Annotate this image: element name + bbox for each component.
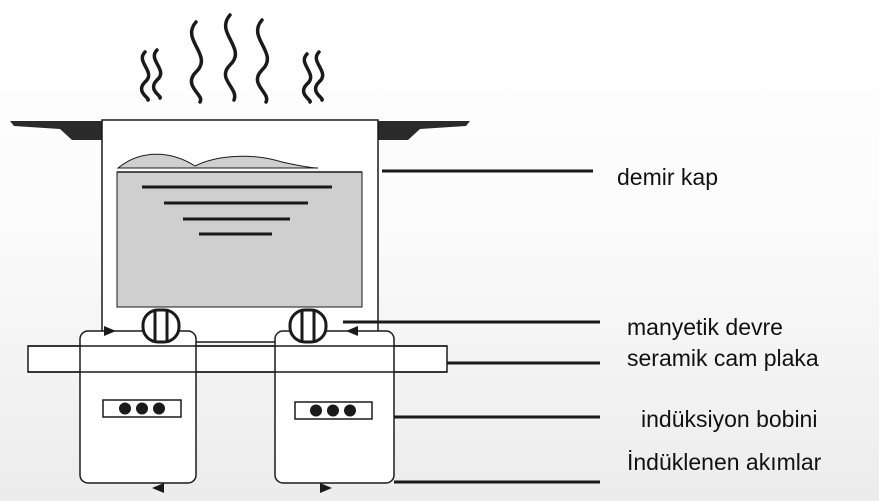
arrow-left-icon [346,326,358,336]
heat-lines [142,185,332,236]
coil-winding-right [288,308,328,344]
arrow-left-icon [152,483,164,493]
left-handle [10,121,102,140]
right-handle [378,121,470,140]
leader-lines [343,169,600,484]
label-iron-pot: demir kap [617,164,718,190]
arrow-right-icon [104,326,116,336]
arrow-right-icon [320,483,332,493]
label-induction-coil: indüksiyon bobini [641,406,818,432]
water [116,171,363,308]
steam-icon [139,13,325,104]
label-induced-currents: İndüklenen akımlar [627,449,822,475]
label-magnetic-circuit: manyetik devre [627,314,783,340]
label-ceramic-glass: seramik cam plaka [627,345,819,371]
control-panel-left [102,399,182,418]
food-surface [116,153,319,169]
control-panel-right [294,401,373,420]
coil-winding-left [141,308,181,344]
